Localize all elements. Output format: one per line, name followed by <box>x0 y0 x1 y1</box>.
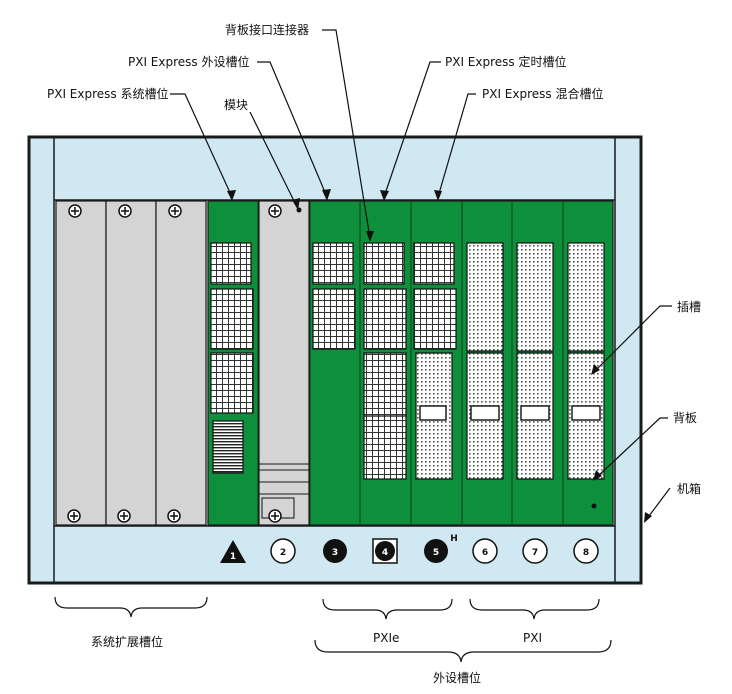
screw-icon <box>268 204 282 523</box>
label-backplane-connector: 背板接口连接器 <box>225 22 309 37</box>
label-module: 模块 <box>224 98 248 112</box>
label-pxie-group: PXIe <box>373 631 399 645</box>
slot-number-2: 2 <box>280 548 286 558</box>
slot-dividers <box>257 201 564 525</box>
slot-number-5: 5 <box>433 548 439 558</box>
slot-number-1: 1 <box>230 552 236 562</box>
system-slot-connectors <box>210 242 254 474</box>
diagram-labels: 背板接口连接器 PXI Express 外设槽位 PXI Express 定时槽… <box>47 22 701 685</box>
slot-circle-icon <box>323 539 347 563</box>
label-pxie-hybrid-slot: PXI Express 混合槽位 <box>482 86 603 101</box>
label-backplane: 背板 <box>673 411 697 425</box>
label-pxie-system-slot: PXI Express 系统槽位 <box>47 86 168 101</box>
label-peripheral-slots: 外设槽位 <box>433 670 481 685</box>
slot-number-8: 8 <box>583 548 589 558</box>
label-pxie-timing-slot: PXI Express 定时槽位 <box>445 54 566 69</box>
slot-circle-icon <box>522 538 548 564</box>
group-brackets <box>54 596 612 663</box>
slot-number-3: 3 <box>332 548 338 558</box>
slot-circle-icon <box>424 539 448 563</box>
slot-number-6: 6 <box>482 548 488 558</box>
slot-circle-icon <box>472 538 498 564</box>
system-expansion-modules <box>55 200 207 526</box>
system-slot-triangle-icon <box>220 540 246 563</box>
pxi-slot-connectors <box>466 242 605 509</box>
label-pxi-group: PXI <box>523 631 542 645</box>
slot-number-4: 4 <box>382 548 388 558</box>
installed-module <box>258 200 310 526</box>
label-slot: 插槽 <box>677 300 701 314</box>
label-pxie-peripheral-slot: PXI Express 外设槽位 <box>128 54 249 69</box>
label-chassis: 机箱 <box>677 481 701 496</box>
callout-lines <box>170 29 672 521</box>
slot-markers: 1 2 3 4 5 H 6 7 8 <box>220 534 599 564</box>
slot-circle-icon <box>573 538 599 564</box>
label-system-expansion-slots: 系统扩展槽位 <box>91 634 163 649</box>
slot-circle-icon <box>375 541 395 561</box>
hybrid-mark: H <box>450 534 458 544</box>
slot-circle-icon <box>270 538 296 564</box>
callout-arrowheads <box>227 189 652 523</box>
screw-icon <box>67 204 182 523</box>
pxie-slot-connectors <box>312 242 457 480</box>
slot-number-7: 7 <box>532 548 538 558</box>
